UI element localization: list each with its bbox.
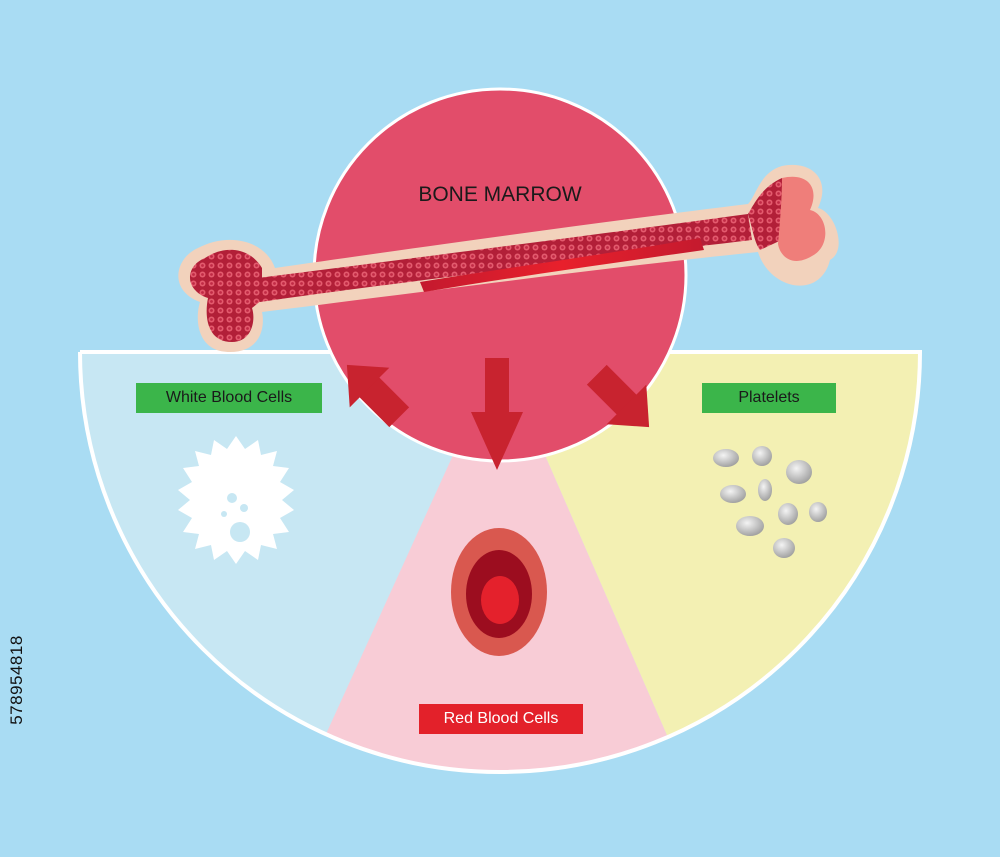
bone-icon <box>178 164 839 352</box>
fan-outline <box>78 350 923 774</box>
white-blood-cells-tag: White Blood Cells <box>136 383 322 413</box>
white-blood-cell-icon <box>178 436 294 564</box>
arrow-to-platelets <box>586 364 650 428</box>
diagram-title: BONE MARROW <box>418 183 582 206</box>
stock-id-watermark: 578954818 <box>4 600 30 760</box>
red-blood-cells-tag: Red Blood Cells <box>419 704 583 734</box>
stock-id-text: 578954818 <box>7 635 26 725</box>
platelets-tag: Platelets <box>702 383 836 413</box>
platelets-icon <box>713 446 827 558</box>
arrow-to-white-blood-cells <box>346 364 410 428</box>
arrow-to-red-blood-cells <box>471 358 523 470</box>
arrow-icon <box>346 358 650 470</box>
red-blood-cell-icon <box>451 528 547 656</box>
